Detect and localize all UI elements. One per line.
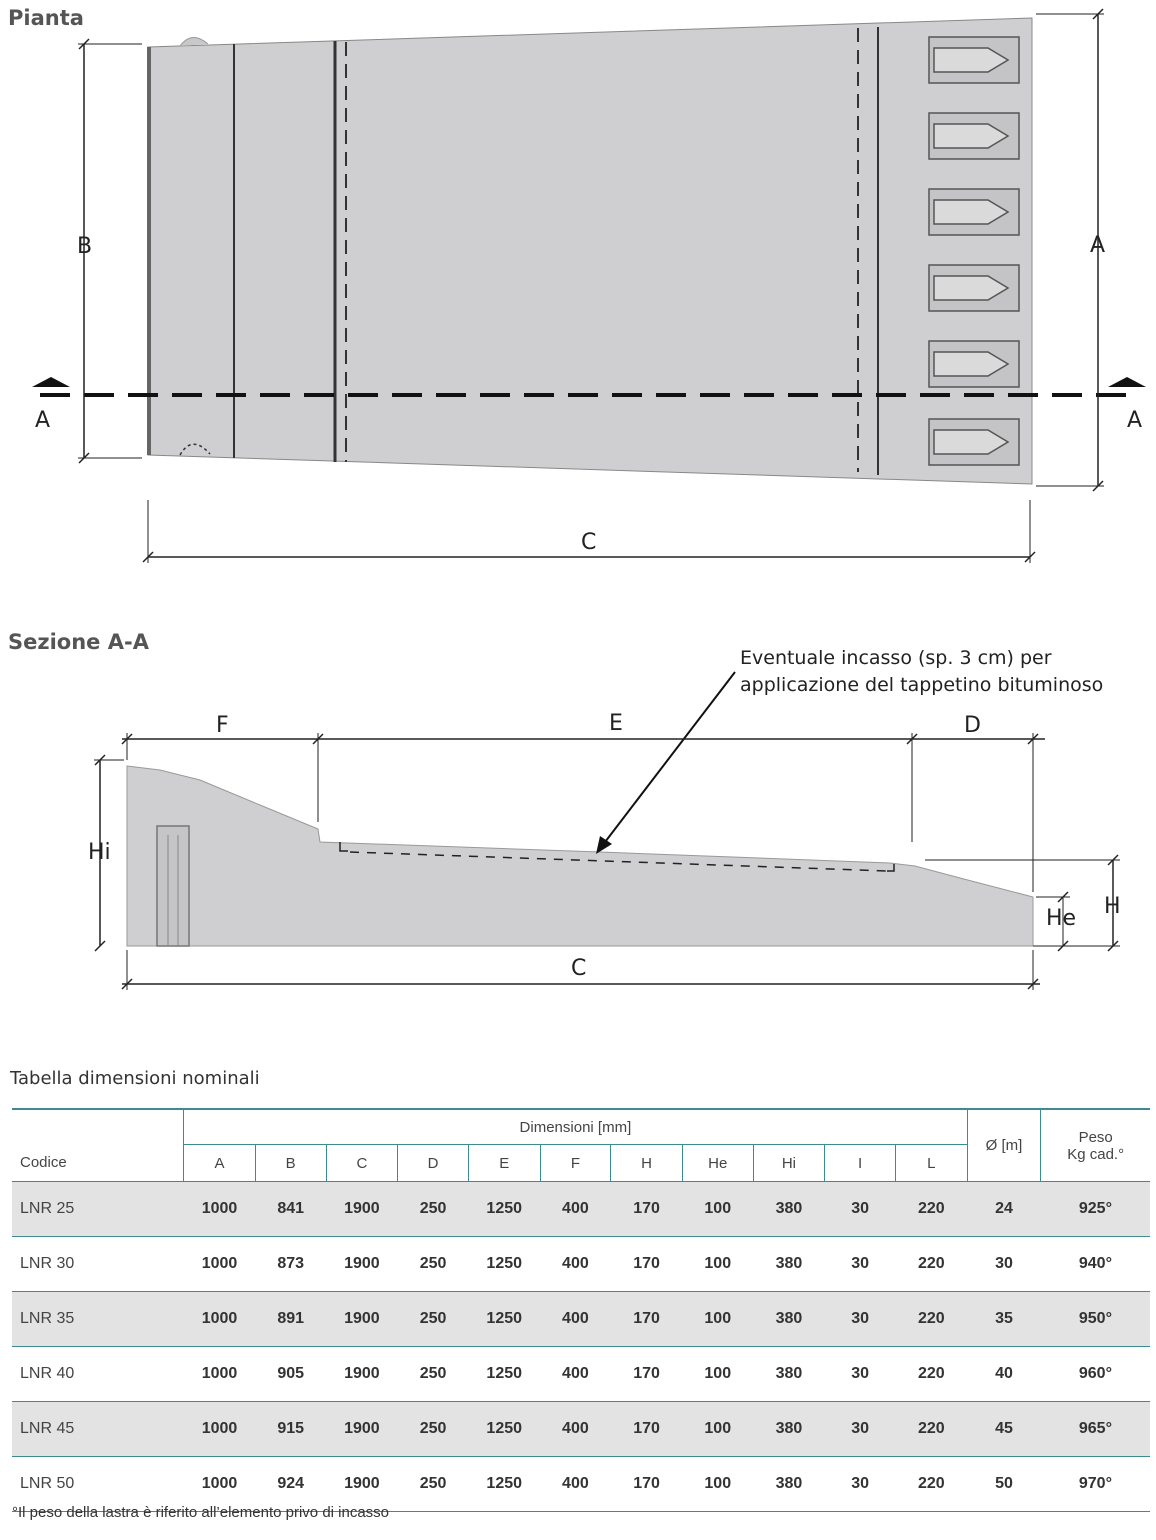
- footnote: °Il peso della lastra è riferito all’ele…: [12, 1504, 390, 1521]
- dim-label-H: H: [1104, 894, 1121, 919]
- dim-label-A: A: [1090, 233, 1105, 258]
- dim-label-B: B: [77, 234, 92, 259]
- recess-note-line1: Eventuale incasso (sp. 3 cm) per: [740, 647, 1052, 669]
- slab-plan-body: [147, 17, 1033, 485]
- table-row: LNR 25 1000 841 1900 250 1250 400 170 10…: [12, 1181, 1150, 1237]
- diam-header: Ø [m]: [966, 1108, 1041, 1182]
- group-header: Dimensioni [mm]: [183, 1108, 968, 1145]
- col-header: He: [681, 1144, 754, 1182]
- recess-note: Eventuale incasso (sp. 3 cm) per applica…: [740, 645, 1103, 699]
- col-header: B: [254, 1144, 327, 1182]
- plan-title: Pianta: [8, 6, 84, 30]
- col-header: F: [539, 1144, 611, 1182]
- dim-label-E: E: [609, 711, 623, 736]
- section-arrow-right: [1108, 377, 1146, 387]
- col-header: L: [894, 1144, 968, 1182]
- table-row: LNR 30 1000 873 1900 250 1250 400 170 10…: [12, 1236, 1150, 1292]
- recess-note-line2: applicazione del tappetino bituminoso: [740, 674, 1104, 696]
- code-header: Codice: [20, 1154, 67, 1172]
- table-row: LNR 35 1000 891 1900 250 1250 400 170 10…: [12, 1291, 1150, 1347]
- anchor-slots: [928, 36, 1020, 466]
- table-row: LNR 40 1000 905 1900 250 1250 400 170 10…: [12, 1346, 1150, 1402]
- col-header: Hi: [752, 1144, 825, 1182]
- dim-label-C-section: C: [571, 956, 586, 981]
- table-row: LNR 45 1000 915 1900 250 1250 400 170 10…: [12, 1401, 1150, 1457]
- section-title: Sezione A-A: [8, 630, 149, 654]
- dim-label-F: F: [216, 713, 229, 738]
- weight-header: Peso Kg cad.°: [1040, 1108, 1150, 1182]
- dim-label-Hi: Hi: [88, 840, 111, 865]
- col-header: C: [325, 1144, 398, 1182]
- table-title: Tabella dimensioni nominali: [10, 1068, 260, 1089]
- table-row: LNR 50 1000 924 1900 250 1250 400 170 10…: [12, 1456, 1150, 1512]
- col-header: D: [397, 1144, 469, 1182]
- section-label-left: A: [35, 408, 50, 433]
- dim-label-C: C: [581, 530, 596, 555]
- dim-label-D: D: [964, 713, 981, 738]
- section-arrow-left: [32, 377, 70, 387]
- col-header: A: [183, 1144, 256, 1182]
- dim-label-He: He: [1046, 906, 1076, 931]
- plan-drawing: B A C A A: [32, 8, 1146, 563]
- col-header: H: [610, 1144, 683, 1182]
- dimensions-table: Dimensioni [mm] Ø [m] Peso Kg cad.° Codi…: [12, 1108, 1150, 1512]
- slab-section-body: [126, 765, 1034, 947]
- col-header: E: [467, 1144, 541, 1182]
- section-label-right: A: [1127, 408, 1142, 433]
- col-header: I: [824, 1144, 896, 1182]
